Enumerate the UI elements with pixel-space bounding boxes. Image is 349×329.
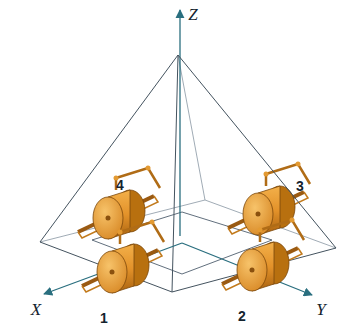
- callout-number: 1: [100, 311, 108, 325]
- z-axis: [179, 10, 180, 236]
- axis-label: X: [31, 301, 41, 318]
- axis-label: Z: [188, 6, 197, 23]
- pyramid-edges: [40, 55, 336, 292]
- callout-number: 3: [296, 179, 304, 193]
- callout-number: 4: [116, 178, 124, 192]
- wheel-2: [222, 218, 304, 292]
- wheel-3: [228, 162, 310, 236]
- axis-label: Y: [316, 301, 325, 318]
- callout-number: 2: [238, 309, 246, 323]
- wheel-1: [82, 220, 164, 294]
- wheel-4: [78, 166, 160, 240]
